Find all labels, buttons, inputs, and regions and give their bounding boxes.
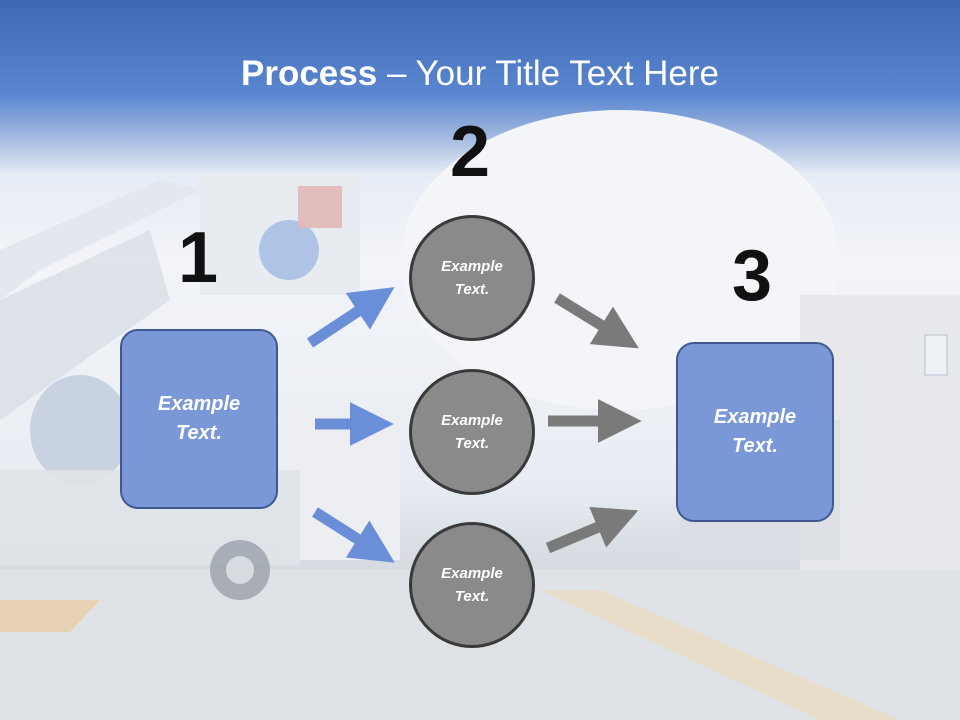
step-2-circle-top[interactable]: Example Text. [409,215,535,341]
gray-arrow-down [554,293,639,349]
step-number-3: 3 [732,236,773,316]
step-number-1: 1 [178,218,219,298]
step-1-box-text: Example Text. [157,393,241,444]
gray-arrow-up [545,507,639,554]
blue-arrow-up [306,287,395,348]
step-3-box-text: Example Text. [713,406,797,457]
step-2-circle-bottom[interactable]: Example Text. [409,522,535,648]
circle-bottom-text: Example Text. [441,565,503,605]
title-bold: Process [241,54,378,93]
step-3-box[interactable]: Example Text. [676,342,834,522]
blue-arrow-down [312,507,395,563]
step-1-box[interactable]: Example Text. [120,329,278,509]
step-number-2: 2 [450,112,491,192]
step-2-circle-middle[interactable]: Example Text. [409,369,535,495]
circle-top-text: Example Text. [441,258,503,298]
title-rest: – Your Title Text Here [377,54,719,93]
circle-middle-text: Example Text. [441,412,503,452]
slide-title: Process – Your Title Text Here [0,52,960,96]
